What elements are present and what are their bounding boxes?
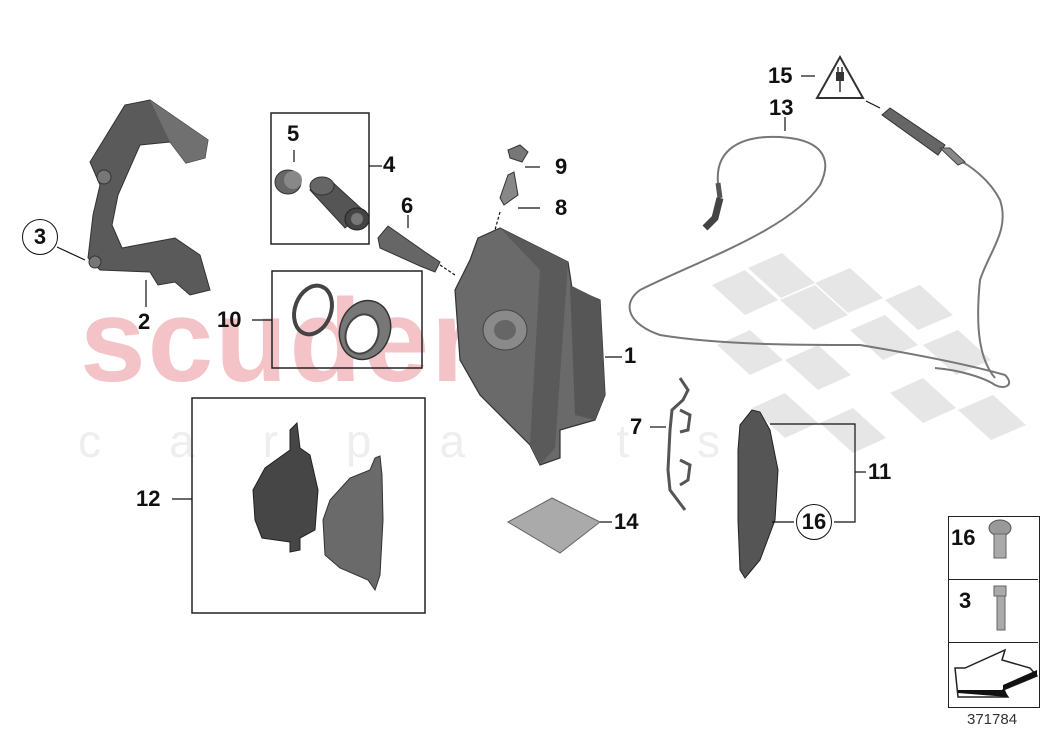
bleeder-screw-icon xyxy=(499,171,519,206)
callout-3-circled[interactable]: 3 xyxy=(22,219,58,255)
brake-pad-inner-icon xyxy=(252,421,319,553)
piston-seal-icon xyxy=(274,169,302,195)
legend-label-3: 3 xyxy=(959,588,972,613)
dust-boot-icon xyxy=(338,299,392,361)
direction-arrow-icon xyxy=(954,648,1039,698)
callout-2[interactable]: 2 xyxy=(138,309,151,334)
checker-watermark xyxy=(712,253,1026,453)
callout-10[interactable]: 10 xyxy=(217,307,242,332)
callout-11[interactable]: 11 xyxy=(868,459,892,484)
fastener-legend: 16 3 xyxy=(948,516,1040,708)
callout-4[interactable]: 4 xyxy=(383,152,396,177)
callout-9[interactable]: 9 xyxy=(555,154,568,179)
callout-1[interactable]: 1 xyxy=(624,343,637,368)
legend-row-3[interactable]: 3 xyxy=(949,580,1038,643)
sealing-ring-icon xyxy=(292,283,334,337)
callout-5[interactable]: 5 xyxy=(287,121,300,146)
caliper-carrier-icon xyxy=(87,99,211,296)
callout-14[interactable]: 14 xyxy=(614,509,639,534)
diagram-number: 371784 xyxy=(967,711,1018,728)
brake-caliper-icon xyxy=(454,227,606,466)
watermark-subtitle: carparts xyxy=(78,415,789,467)
callout-6[interactable]: 6 xyxy=(401,193,414,218)
bolt-16-icon xyxy=(988,519,1012,559)
callout-15[interactable]: 15 xyxy=(768,63,793,88)
legend-label-16: 16 xyxy=(951,525,976,550)
bleeder-cap-icon xyxy=(507,144,529,163)
legend-row-16[interactable]: 16 xyxy=(949,517,1038,580)
connector-warning-icon xyxy=(815,54,865,99)
brake-shield-icon xyxy=(737,409,779,579)
guide-pin-icon xyxy=(377,225,441,273)
callout-7[interactable]: 7 xyxy=(630,414,643,439)
bolt-3-icon xyxy=(993,585,1007,631)
callout-16-circled[interactable]: 16 xyxy=(796,504,832,540)
callout-12[interactable]: 12 xyxy=(136,486,161,511)
callout-13[interactable]: 13 xyxy=(769,95,794,120)
brake-pad-outer-icon xyxy=(322,455,384,592)
grease-packet-icon xyxy=(506,497,601,554)
piston-icon xyxy=(309,176,370,231)
sensor-connector-icon xyxy=(881,107,966,166)
callout-8[interactable]: 8 xyxy=(555,195,568,220)
anti-rattle-spring-icon xyxy=(666,377,692,511)
wear-sensor-cable-icon xyxy=(628,135,1011,388)
